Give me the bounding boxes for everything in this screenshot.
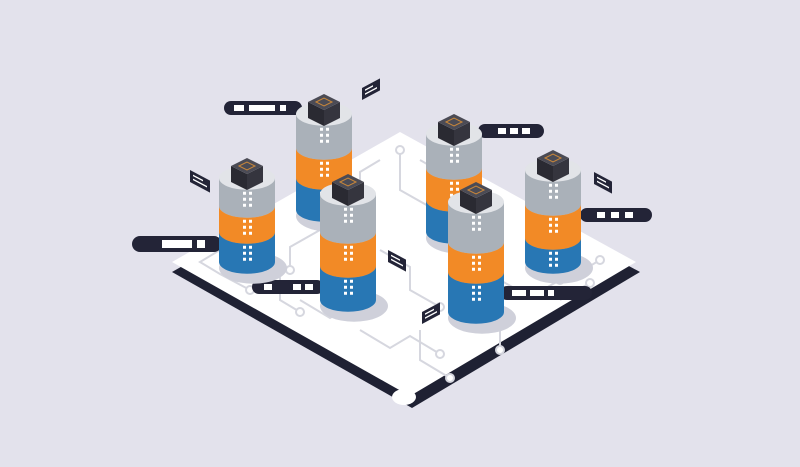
label-tag-icon (224, 101, 302, 115)
code-note-icon (190, 170, 210, 193)
label-tags (132, 101, 652, 300)
indicator-dots (450, 147, 459, 163)
code-note-icon (362, 78, 380, 100)
server-stack-icon (525, 150, 593, 284)
code-note-icon (594, 172, 612, 194)
indicator-dots (243, 191, 252, 207)
indicator-dots (344, 245, 353, 261)
indicator-dots (344, 207, 353, 223)
processor-chip-icon (537, 150, 569, 182)
indicator-dots (472, 255, 481, 271)
indicator-dots (320, 161, 329, 177)
server-stack-icon (219, 158, 287, 284)
server-stack-icon (448, 182, 516, 334)
label-tag-icon (580, 208, 652, 222)
indicator-dots (549, 251, 558, 267)
indicator-dots (320, 127, 329, 143)
processor-chip-icon (438, 114, 470, 146)
indicator-dots (549, 217, 558, 233)
code-note-icon (422, 302, 440, 324)
processor-chip-icon (231, 158, 263, 190)
indicator-dots (472, 285, 481, 301)
indicator-dots (344, 279, 353, 295)
label-tag-icon (252, 280, 324, 294)
label-tag-icon (500, 286, 592, 300)
processor-chip-icon (308, 94, 340, 126)
label-tag-icon (478, 124, 544, 138)
code-note-icon (388, 250, 406, 272)
board-corner (392, 389, 416, 405)
indicator-dots (472, 215, 481, 231)
label-tag-icon (132, 236, 222, 252)
server-stack-icon (320, 174, 388, 322)
code-notes (190, 78, 612, 324)
server-stacks (219, 94, 593, 334)
indicator-dots (243, 245, 252, 261)
processor-chip-icon (332, 174, 364, 206)
processor-chip-icon (460, 182, 492, 214)
indicator-dots (549, 183, 558, 199)
indicator-dots (243, 219, 252, 235)
